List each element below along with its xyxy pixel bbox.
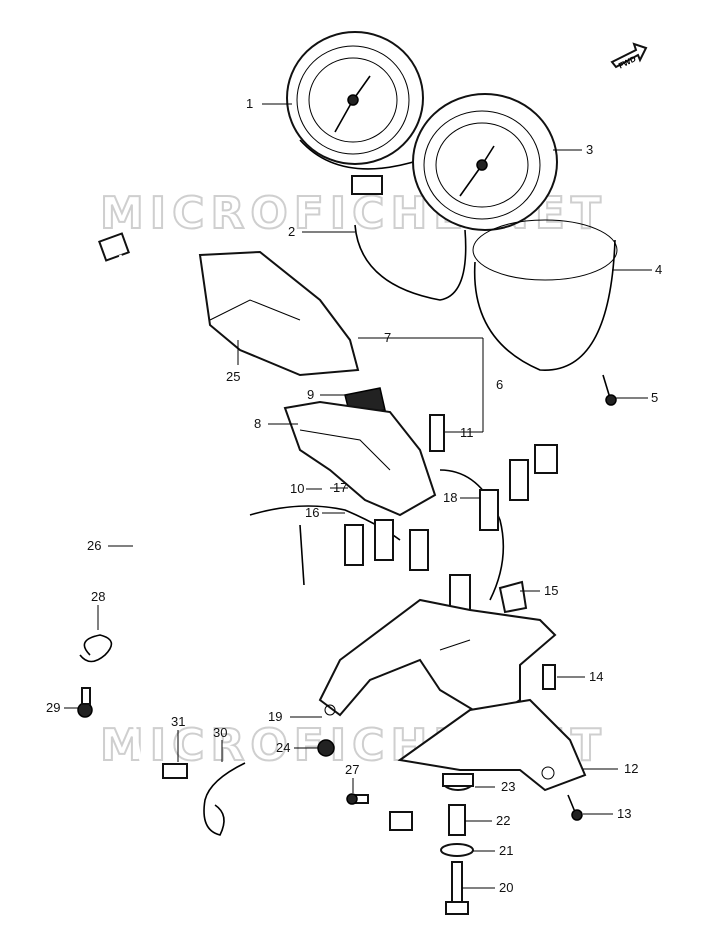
speedometer-lower-cover <box>354 224 467 301</box>
screw-27 <box>346 793 369 805</box>
label-19: 19 <box>268 709 282 724</box>
label-14: 14 <box>589 669 603 684</box>
label-15: 15 <box>544 583 558 598</box>
label-29: 29 <box>46 700 60 715</box>
label-23: 23 <box>501 779 515 794</box>
label-30: 30 <box>213 725 227 740</box>
meter-bracket-12 <box>397 698 587 792</box>
label-13: 13 <box>617 806 631 821</box>
label-10: 10 <box>290 481 304 496</box>
label-11: 11 <box>460 425 474 440</box>
label-8: 8 <box>254 416 261 431</box>
speedometer <box>286 31 424 195</box>
label-17: 17 <box>333 480 347 495</box>
label-27: 27 <box>345 762 359 777</box>
grommet-24 <box>317 739 335 757</box>
tachometer <box>412 93 558 231</box>
label-28: 28 <box>91 589 105 604</box>
meter-bracket-19 <box>318 598 557 722</box>
cable-clamp-28 <box>79 634 113 663</box>
label-1: 1 <box>246 96 253 111</box>
fwd-arrow-badge: FWD <box>610 42 648 71</box>
speedometer-cable-26 <box>98 232 413 880</box>
plate-15 <box>498 580 528 614</box>
label-4: 4 <box>655 262 662 277</box>
label-3: 3 <box>586 142 593 157</box>
tachometer-lower-cover <box>473 239 616 371</box>
label-24: 24 <box>276 740 290 755</box>
washer-21 <box>440 843 474 857</box>
label-22: 22 <box>496 813 510 828</box>
bolt-20 <box>445 861 469 915</box>
nut-23 <box>442 773 474 791</box>
meter-housing-8 <box>283 400 437 517</box>
label-26: 26 <box>87 538 101 553</box>
wiring-harness <box>249 444 558 614</box>
label-7: 7 <box>384 330 391 345</box>
screw-29 <box>77 687 93 718</box>
screw-5 <box>602 374 617 406</box>
label-25: 25 <box>226 369 240 384</box>
bolt-31 <box>162 763 188 779</box>
label-21: 21 <box>499 843 513 858</box>
clip-30 <box>203 762 246 836</box>
label-16: 16 <box>305 505 319 520</box>
collar-22 <box>448 804 466 836</box>
screw-13 <box>567 794 583 821</box>
label-5: 5 <box>651 390 658 405</box>
label-12: 12 <box>624 761 638 776</box>
label-31: 31 <box>171 714 185 729</box>
bulb-socket-11 <box>429 414 445 452</box>
label-18: 18 <box>443 490 457 505</box>
label-9: 9 <box>307 387 314 402</box>
label-2: 2 <box>288 224 295 239</box>
label-6: 6 <box>496 377 503 392</box>
label-20: 20 <box>499 880 513 895</box>
meter-cover-7 <box>198 250 360 377</box>
bolt-14 <box>542 664 556 690</box>
